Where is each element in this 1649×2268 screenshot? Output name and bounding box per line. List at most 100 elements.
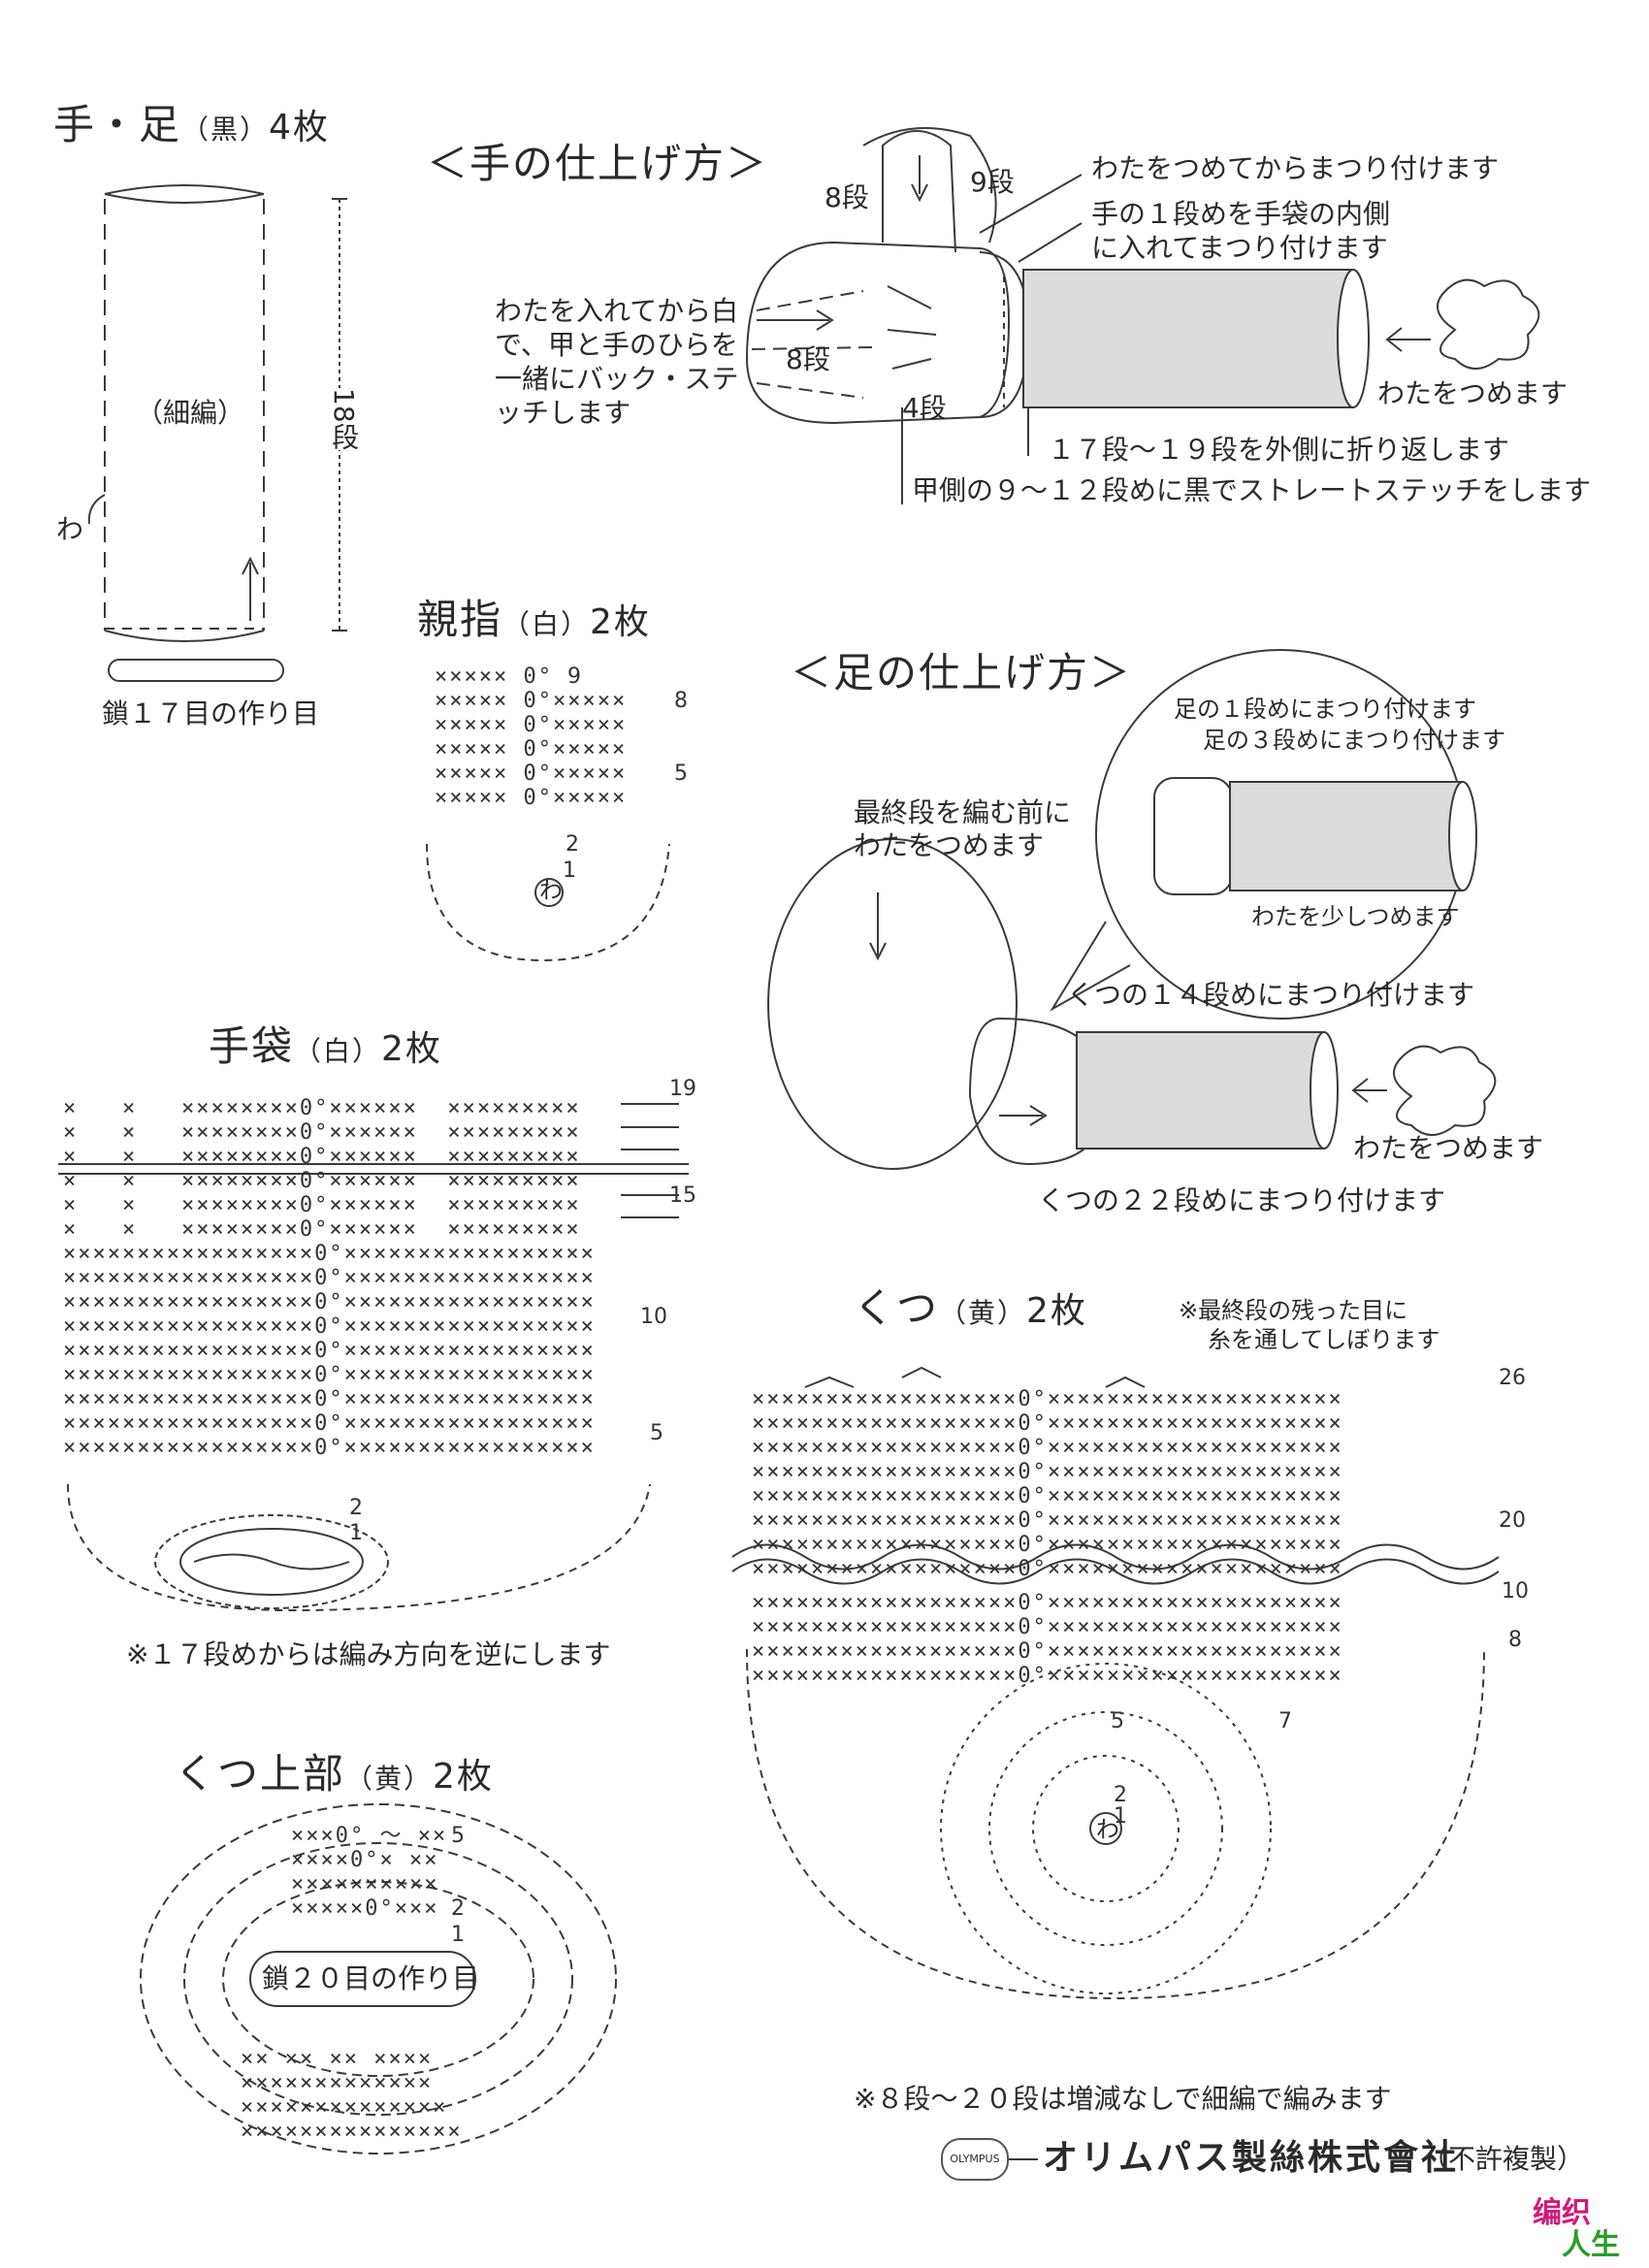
thumb-stitch-chart: ××××× 0°××××× 0°×××××××××× 0°×××××××××× … xyxy=(435,664,627,810)
hand-foot-chain-label: 鎖１７目の作り目 xyxy=(102,697,320,729)
mitten-stitch-row-15: ×××××××××××××××××0°××××××××××××××××× xyxy=(63,1436,596,1460)
shoe-lower-stitch-row-2: ××××××××××××××××××0°×××××××××××××××××××× xyxy=(752,1615,1343,1639)
thumb-stitch-row-2: ××××× 0°××××× xyxy=(435,689,628,713)
mitten-stitch-chart: × × ××××××××0°×××××× ×××××××××× × ××××××… xyxy=(63,1096,596,1460)
shoe-top-lower-row-1: ×× ×× ×× ×××× xyxy=(241,2047,434,2071)
hand-straight-stitch-note: 甲側の９〜１２段めに黒でストレートステッチをします xyxy=(912,474,1592,506)
thumb-ring: わ xyxy=(539,877,563,904)
shoe-row-10: 10 xyxy=(1502,1579,1529,1604)
shoe-top-title: くつ上部（黄）2枚 xyxy=(175,1750,494,1798)
foot-little-stuffing: わたを少しつめます xyxy=(1251,903,1460,930)
thumb-row-9: 9 xyxy=(567,664,581,689)
shoe-top-row-1: 1 xyxy=(451,1923,465,1947)
hand-foot-title: 手・足（黒）4枚 xyxy=(53,101,330,148)
hand-foot-rows-label: 18段 xyxy=(328,388,361,450)
shoe-stitch-row-1: ××××××××××××××××××0°×××××××××××××××××××× xyxy=(752,1387,1343,1411)
hand-row8-mid: 8段 xyxy=(786,343,830,375)
shoe-top-upper-stitch-chart: ×××0° 〜 ××××××0°× ×××××××××××××××××0°××× xyxy=(291,1824,447,1921)
thumb-stitch-row-4: ××××× 0°××××× xyxy=(435,737,628,761)
hand-row4: 4段 xyxy=(902,392,947,424)
shoe-row-2: 2 xyxy=(1114,1783,1127,1807)
thumb-row-5: 5 xyxy=(674,761,688,786)
hand-inner-1: 手の１段めを手袋の内側 xyxy=(1091,198,1391,230)
thumb-row-8: 8 xyxy=(674,689,688,713)
thumb-chart-outline xyxy=(426,843,670,962)
shoe-top-chart-outline xyxy=(140,1803,617,2155)
company-name: オリムパス製絲株式會社 xyxy=(1043,2138,1460,2178)
mitten-stitch-row-14: ×××××××××××××××××0°××××××××××××××××× xyxy=(63,1411,596,1436)
shoe-top-upper-row-1: ×××0° 〜 ×× xyxy=(291,1824,448,1848)
mitten-stitch-row-9: ×××××××××××××××××0°××××××××××××××××× xyxy=(63,1290,596,1314)
mitten-stitch-row-1: × × ××××××××0°×××××× ××××××××× xyxy=(63,1096,581,1120)
shoe-stitch-row-6: ××××××××××××××××××0°×××××××××××××××××××× xyxy=(752,1508,1343,1533)
foot-stuff-end: わたをつめます xyxy=(1353,1132,1544,1164)
shoe-row-1: 1 xyxy=(1114,1804,1127,1829)
shoe-stitch-row-8: ××××××××××××××××××0°×××××××××××××××××××× xyxy=(752,1557,1343,1581)
olympus-logo: OLYMPUS xyxy=(941,2138,1009,2181)
mitten-stitch-row-12: ×××××××××××××××××0°××××××××××××××××× xyxy=(63,1363,596,1387)
shoe-top-lower-row-4: ××××××××××××××× xyxy=(241,2120,463,2144)
watermark-top: 编织 xyxy=(1533,2196,1591,2230)
mitten-chart-outline xyxy=(58,1103,689,1612)
thumb-row-1: 1 xyxy=(563,859,576,883)
hand-back-3: 一緒にバック・ステ xyxy=(495,363,739,395)
mitten-stitch-row-4: × × ××××××××0°×××××× ××××××××× xyxy=(63,1169,581,1193)
mitten-stitch-row-13: ×××××××××××××××××0°××××××××××××××××× xyxy=(63,1387,596,1411)
foot-finish-title: ＜足の仕上げ方＞ xyxy=(791,649,1133,697)
hand-stuff-sew: わたをつめてからまつり付けます xyxy=(1091,152,1500,184)
foot-before-1: 最終段を編む前に xyxy=(854,796,1072,828)
hand-foot-ring-label: わ xyxy=(56,513,84,545)
hand-fold-note: １７段〜１９段を外側に折り返します xyxy=(1048,434,1510,466)
shoe-top-row-5: 5 xyxy=(451,1824,465,1848)
shoe-note-1: ※最終段の残った目に xyxy=(1179,1297,1408,1324)
hand-foot-stitch-label: （細編） xyxy=(136,397,245,429)
mitten-stitch-row-10: ×××××××××××××××××0°××××××××××××××××× xyxy=(63,1314,596,1339)
watermark-bottom: 人生 xyxy=(1562,2228,1620,2262)
shoe-title: くつ（黄）2枚 xyxy=(854,1284,1087,1332)
shoe-upper-stitch-chart: ××××××××××××××××××0°××××××××××××××××××××… xyxy=(752,1387,1343,1581)
foot-before-2: わたをつめます xyxy=(854,829,1045,861)
copyright-note: （不許複製） xyxy=(1421,2143,1585,2175)
foot-row1-note: 足の１段めにまつり付けます xyxy=(1174,696,1476,723)
shoe-lower-stitch-chart: ××××××××××××××××××0°××××××××××××××××××××… xyxy=(752,1591,1343,1688)
hand-finish-illustration xyxy=(745,127,1540,504)
shoe-note-2: 糸を通してしぼります xyxy=(1208,1326,1440,1353)
mitten-note: ※１７段めからは編み方向を逆にします xyxy=(126,1638,611,1670)
shoe-bottom-note: ※８段〜２０段は増減なしで細編で編みます xyxy=(854,2083,1392,2115)
thumb-row-2: 2 xyxy=(566,832,579,857)
shoe-stitch-row-5: ××××××××××××××××××0°×××××××××××××××××××× xyxy=(752,1484,1343,1508)
mitten-stitch-row-7: ×××××××××××××××××0°××××××××××××××××× xyxy=(63,1242,596,1266)
mitten-row-10: 10 xyxy=(640,1305,667,1329)
shoe-row-20: 20 xyxy=(1499,1508,1526,1533)
shoe-top-row-2: 2 xyxy=(451,1896,465,1921)
shoe-stitch-row-4: ××××××××××××××××××0°×××××××××××××××××××× xyxy=(752,1460,1343,1484)
shoe-lower-stitch-row-1: ××××××××××××××××××0°×××××××××××××××××××× xyxy=(752,1591,1343,1615)
thumb-stitch-row-1: ××××× 0° xyxy=(435,664,553,689)
shoe-stitch-row-7: ××××××××××××××××××0°×××××××××××××××××××× xyxy=(752,1533,1343,1557)
shoe-top-chain-label: 鎖２０目の作り目 xyxy=(262,1962,480,1994)
mitten-row-15: 15 xyxy=(669,1183,696,1208)
hand-back-1: わたを入れてから白 xyxy=(495,295,739,327)
mitten-row-1: 1 xyxy=(349,1521,363,1545)
mitten-stitch-row-2: × × ××××××××0°×××××× ××××××××× xyxy=(63,1120,581,1145)
thumb-title: 親指（白）2枚 xyxy=(417,596,651,643)
hand-inner-2: に入れてまつり付けます xyxy=(1091,232,1388,264)
hand-row8-top: 8段 xyxy=(824,181,869,213)
mitten-stitch-row-11: ×××××××××××××××××0°××××××××××××××××× xyxy=(63,1339,596,1363)
mitten-stitch-row-8: ×××××××××××××××××0°××××××××××××××××× xyxy=(63,1266,596,1290)
mitten-stitch-row-3: × × ××××××××0°×××××× ××××××××× xyxy=(63,1145,581,1169)
foot-shoe14-note: くつの１４段めにまつり付けます xyxy=(1067,979,1475,1011)
shoe-ring: わ xyxy=(1096,1816,1119,1843)
shoe-stitch-row-2: ××××××××××××××××××0°×××××××××××××××××××× xyxy=(752,1411,1343,1436)
shoe-row-5: 5 xyxy=(1111,1709,1124,1733)
hand-foot-diagram xyxy=(87,184,347,682)
hand-stuff-end: わたをつめます xyxy=(1377,377,1568,409)
shoe-chart-outline xyxy=(731,1366,1500,2000)
hand-finish-title: ＜手の仕上げ方＞ xyxy=(427,140,769,187)
foot-row3-note: 足の３段めにまつり付けます xyxy=(1203,727,1505,754)
shoe-top-upper-row-2: ××××0°× ×× xyxy=(291,1848,439,1872)
hand-back-2: で、甲と手のひらを xyxy=(495,329,738,361)
hand-row9: 9段 xyxy=(970,166,1015,198)
mitten-row-5: 5 xyxy=(650,1421,663,1445)
